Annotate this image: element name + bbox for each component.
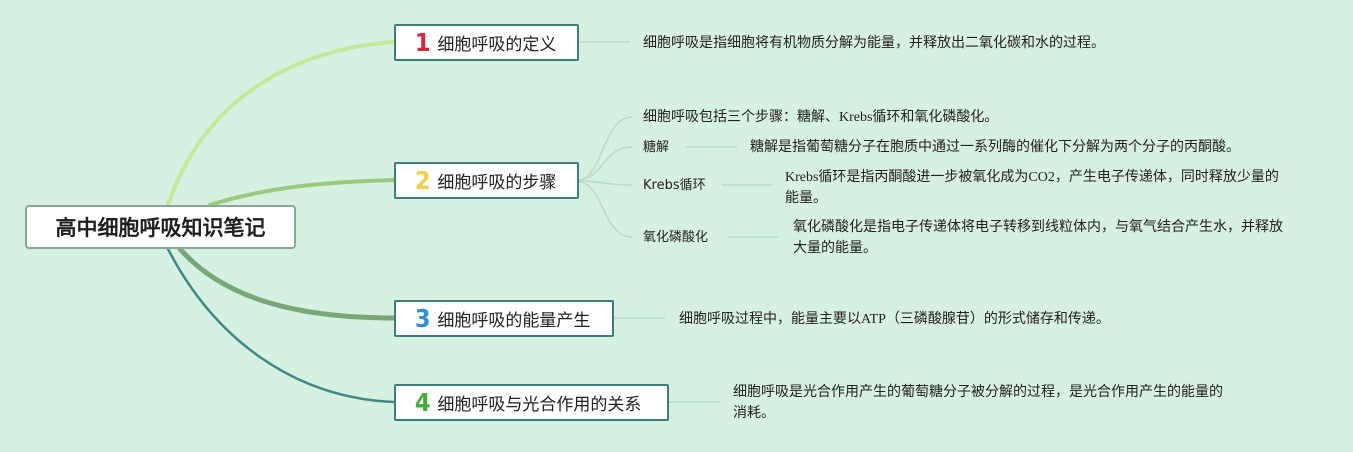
subtopic-oxidative-phosphorylation[interactable]: 氧化磷酸化 xyxy=(643,230,709,245)
subtopic-krebs-cycle[interactable]: Krebs循环 xyxy=(643,178,706,193)
branch-number-badge: 4 xyxy=(414,388,431,417)
branch-label: 细胞呼吸与光合作用的关系 xyxy=(437,395,642,415)
branch-number-badge: 3 xyxy=(414,304,431,333)
subtopic-glycolysis[interactable]: 糖解 xyxy=(643,140,670,155)
steps-intro-text: 细胞呼吸包括三个步骤：糖解、Krebs循环和氧化磷酸化。 xyxy=(643,110,999,125)
connector-branch-3 xyxy=(177,246,397,321)
branch-label: 细胞呼吸的定义 xyxy=(437,35,557,55)
connector-step-krebs xyxy=(578,180,633,186)
branch-topic-steps[interactable]: 2 细胞呼吸的步骤 xyxy=(394,162,579,199)
branch-label: 细胞呼吸的能量产生 xyxy=(437,311,591,331)
branch-topic-photosynthesis-relation[interactable]: 4 细胞呼吸与光合作用的关系 xyxy=(394,384,669,421)
connector-branch-4 xyxy=(166,247,396,404)
detail-text-glycolysis: 糖解是指葡萄糖分子在胞质中通过一系列酶的催化下分解为两个分子的丙酮酸。 xyxy=(750,140,1240,155)
connector-intro-2 xyxy=(578,116,633,181)
detail-text-krebs-cycle: Krebs循环是指丙酮酸进一步被氧化成为CO2，产生电子传递体，同时释放少量的 … xyxy=(785,170,1279,206)
detail-text-oxidative-phosphorylation: 氧化磷酸化是指电子传递体将电子转移到线粒体内，与氧气结合产生水，并释放 大量的能… xyxy=(793,220,1283,256)
root-topic[interactable]: 高中细胞呼吸知识笔记 xyxy=(25,205,296,249)
detail-text-definition: 细胞呼吸是指细胞将有机物质分解为能量，并释放出二氧化碳和水的过程。 xyxy=(643,36,1105,51)
branch-label: 细胞呼吸的步骤 xyxy=(437,173,557,193)
branch-number-badge: 1 xyxy=(414,28,431,57)
connector-branch-2 xyxy=(208,178,396,207)
connector-step-glycolysis xyxy=(578,146,633,181)
branch-topic-energy-production[interactable]: 3 细胞呼吸的能量产生 xyxy=(394,300,614,337)
connector-step-oxphos xyxy=(578,181,633,238)
connector-branch-1 xyxy=(166,40,396,207)
detail-text-photosynthesis-relation: 细胞呼吸是光合作用产生的葡萄糖分子被分解的过程，是光合作用产生的能量的 消耗。 xyxy=(733,385,1223,421)
branch-number-badge: 2 xyxy=(414,166,431,195)
branch-topic-definition[interactable]: 1 细胞呼吸的定义 xyxy=(394,24,579,61)
detail-text-energy-production: 细胞呼吸过程中，能量主要以ATP（三磷酸腺苷）的形式储存和传递。 xyxy=(679,312,1110,327)
root-topic-title: 高中细胞呼吸知识笔记 xyxy=(55,216,266,240)
